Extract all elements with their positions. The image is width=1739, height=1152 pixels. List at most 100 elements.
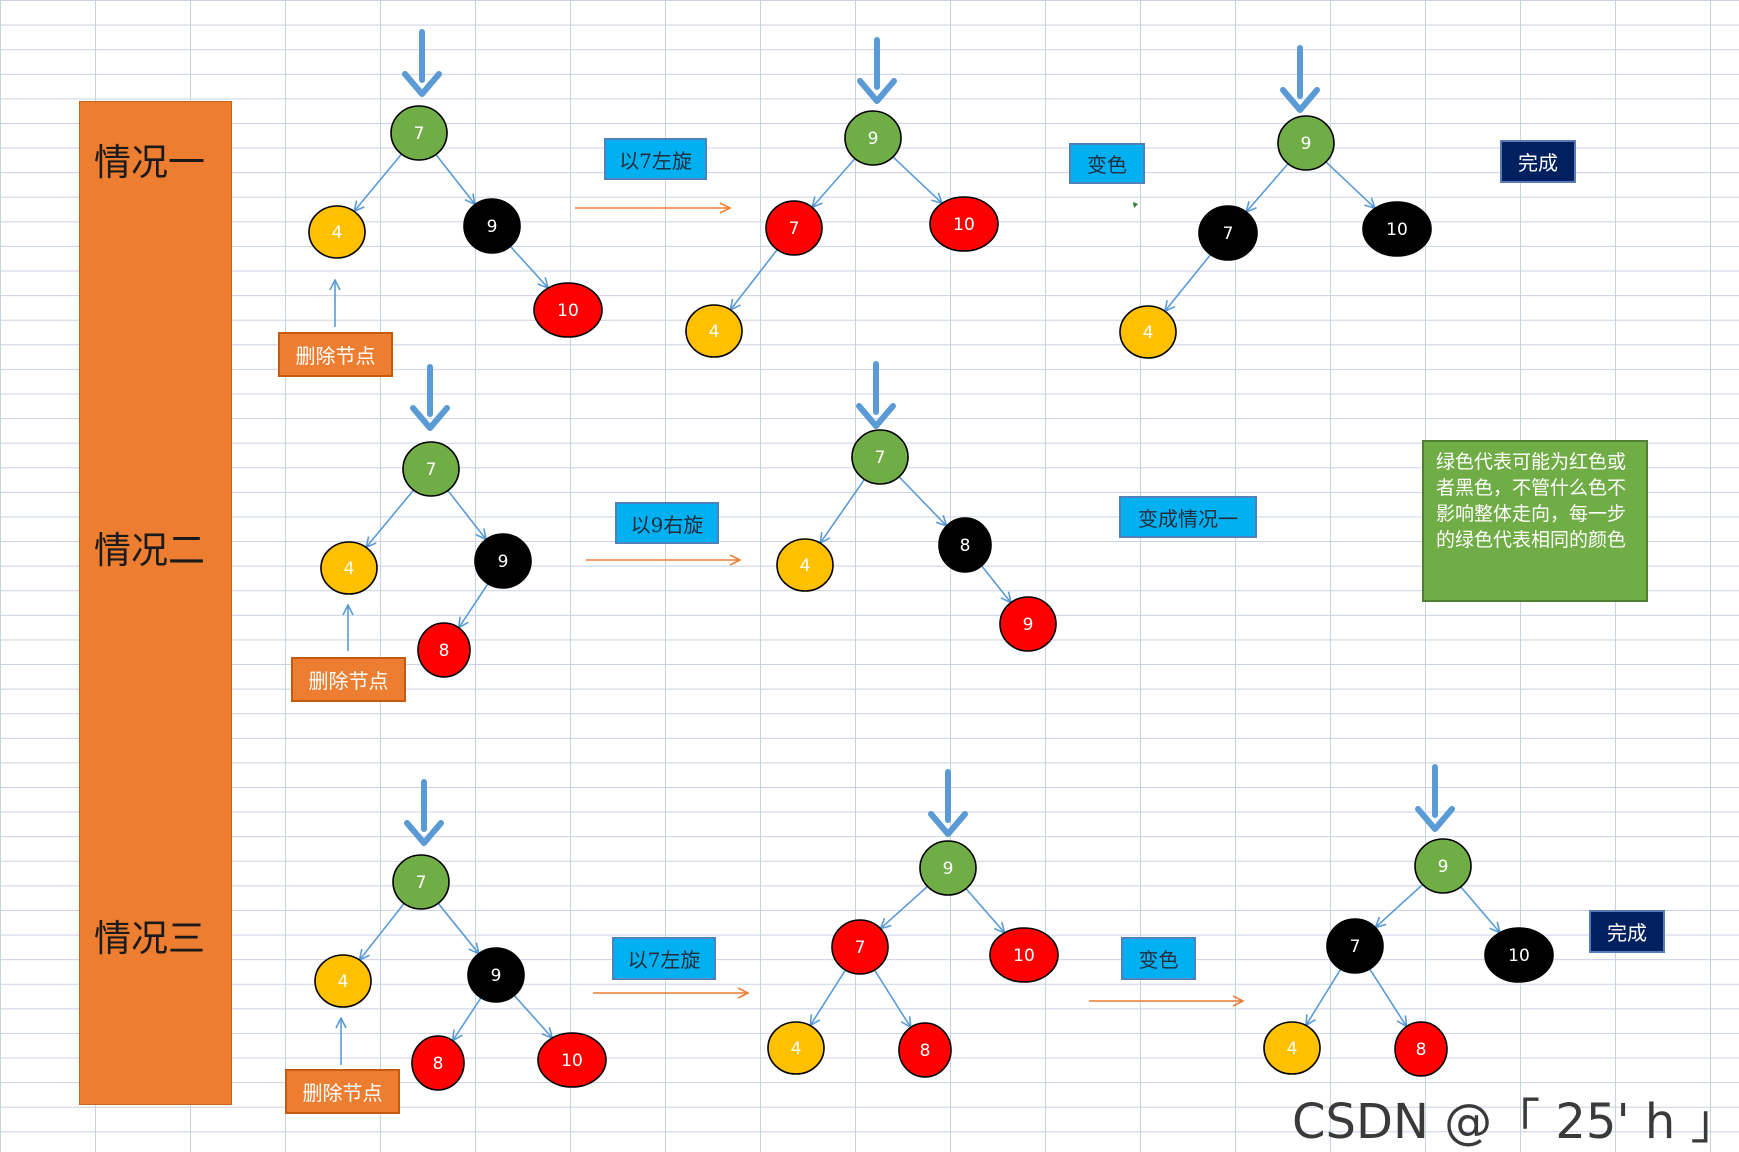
tree-node-c1a-10: 10	[533, 282, 603, 338]
tree-node-c1c-9: 9	[1277, 115, 1335, 171]
tree-node-c3b-8: 8	[898, 1022, 952, 1078]
tree-node-c3c-9: 9	[1414, 838, 1472, 894]
node-circle	[1326, 918, 1384, 974]
tree-edge-c2b-7-c2b-4	[820, 478, 866, 543]
case3-recolor-label: 变色	[1121, 937, 1196, 980]
node-value: 4	[791, 1039, 802, 1059]
color-legend-note: 绿色代表可能为红色或者黑色，不管什么色不影响整体走向，每一步的绿色代表相同的颜色	[1422, 440, 1648, 602]
node-value: 7	[1223, 224, 1234, 244]
tree-edge-c1b-9-c1b-7	[812, 158, 856, 208]
node-value: 7	[1350, 937, 1361, 957]
tree-node-c1a-7: 7	[390, 105, 448, 161]
node-circle	[537, 1032, 607, 1088]
tree-edge-c1c-9-c1c-7	[1246, 163, 1289, 212]
tree-edge-c1b-7-c1b-4	[730, 249, 778, 310]
node-circle	[1484, 927, 1554, 983]
node-circle	[1277, 115, 1335, 171]
root-pointer-arrow-icon	[857, 37, 897, 104]
tree-edge-c2b-8-c2b-9	[980, 565, 1011, 603]
node-value: 10	[1508, 946, 1530, 966]
tree-node-c1c-7: 7	[1198, 205, 1258, 261]
tree-node-c2b-7: 7	[851, 429, 909, 485]
node-value: 4	[1287, 1039, 1298, 1059]
root-pointer-arrow-icon	[1415, 764, 1455, 832]
tree-node-c2a-8: 8	[417, 622, 471, 678]
tree-node-c2a-4: 4	[320, 541, 378, 595]
node-circle	[1198, 205, 1258, 261]
node-circle	[767, 1021, 825, 1075]
root-pointer-arrow-icon	[928, 769, 968, 837]
case1-recolor-label: 变色	[1069, 143, 1145, 184]
case-label-1: 情况一	[94, 141, 205, 184]
tree-edge-c3c-9-c3c-10	[1460, 886, 1500, 933]
tree-node-c1b-9: 9	[844, 110, 902, 166]
root-pointer-arrow-icon	[402, 29, 442, 97]
node-circle	[685, 304, 743, 358]
tree-node-c3a-4: 4	[314, 954, 372, 1008]
node-circle	[851, 429, 909, 485]
node-value: 4	[800, 556, 811, 576]
tree-node-c3a-9: 9	[467, 947, 525, 1003]
root-pointer-arrow-icon	[856, 361, 896, 429]
node-value: 7	[426, 460, 437, 480]
node-circle	[938, 517, 992, 573]
node-value: 9	[1438, 857, 1449, 877]
tree-node-c3b-7: 7	[831, 919, 889, 975]
case1-deleted-node-label: 删除节点	[278, 332, 393, 377]
tree-node-c3c-8: 8	[1394, 1021, 1448, 1077]
tree-node-c2b-8: 8	[938, 517, 992, 573]
node-circle	[898, 1022, 952, 1078]
node-circle	[1414, 838, 1472, 894]
tree-node-c3a-7: 7	[392, 854, 450, 910]
node-circle	[776, 538, 834, 592]
node-value: 7	[875, 448, 886, 468]
tree-edge-c3a-9-c3a-10	[513, 994, 552, 1038]
case3-rotate-left-label: 以7左旋	[612, 937, 716, 980]
tree-edge-c3b-7-c3b-4	[810, 969, 847, 1026]
tree-node-c2b-4: 4	[776, 538, 834, 592]
operation-arrows	[335, 208, 1243, 1065]
node-value: 9	[868, 129, 879, 149]
tree-edge-c1b-9-c1b-10	[892, 156, 942, 203]
node-circle	[999, 596, 1057, 652]
tree-node-c1b-4: 4	[685, 304, 743, 358]
node-value: 9	[943, 859, 954, 879]
tree-edge-c2b-7-c2b-8	[898, 476, 947, 526]
tree-edge-c3b-7-c3b-8	[873, 969, 911, 1027]
csdn-watermark: CSDN @「 25' h 」	[1292, 1094, 1739, 1150]
case-label-2: 情况二	[94, 529, 205, 572]
green-marker-icon	[1133, 202, 1138, 208]
case1-done-label: 完成	[1500, 140, 1576, 183]
root-pointer-arrow-icon	[404, 779, 444, 846]
node-value: 7	[414, 124, 425, 144]
tree-edge-c1a-7-c1a-9	[435, 154, 475, 205]
tree-node-c3a-10: 10	[537, 1032, 607, 1088]
case2-rotate-right-label: 以9右旋	[615, 502, 719, 544]
node-value: 7	[416, 873, 427, 893]
tree-node-c2b-9: 9	[999, 596, 1057, 652]
node-value: 10	[1013, 946, 1035, 966]
node-circle	[929, 196, 999, 252]
tree-edges	[354, 153, 1500, 1041]
tree-edge-c1a-9-c1a-10	[509, 245, 548, 288]
tree-edge-c3b-9-c3b-10	[965, 888, 1005, 933]
node-value: 10	[557, 301, 579, 321]
node-circle	[392, 854, 450, 910]
node-circle	[402, 441, 460, 497]
case2-transform-label: 变成情况一	[1119, 496, 1257, 538]
case1-rotate-left-label: 以7左旋	[604, 138, 707, 180]
node-circle	[844, 110, 902, 166]
tree-node-c3b-10: 10	[989, 927, 1059, 983]
node-value: 4	[344, 559, 355, 579]
tree-edge-c1c-7-c1c-4	[1165, 254, 1212, 312]
node-value: 8	[960, 536, 971, 556]
tree-node-c1b-10: 10	[929, 196, 999, 252]
node-circle	[765, 200, 823, 256]
node-value: 9	[487, 217, 498, 237]
node-value: 8	[920, 1041, 931, 1061]
case3-deleted-node-label: 删除节点	[285, 1069, 400, 1114]
tree-node-c1c-10: 10	[1362, 201, 1432, 257]
case3-done-label: 完成	[1589, 910, 1665, 953]
tree-edge-c3a-9-c3a-8	[453, 997, 482, 1041]
